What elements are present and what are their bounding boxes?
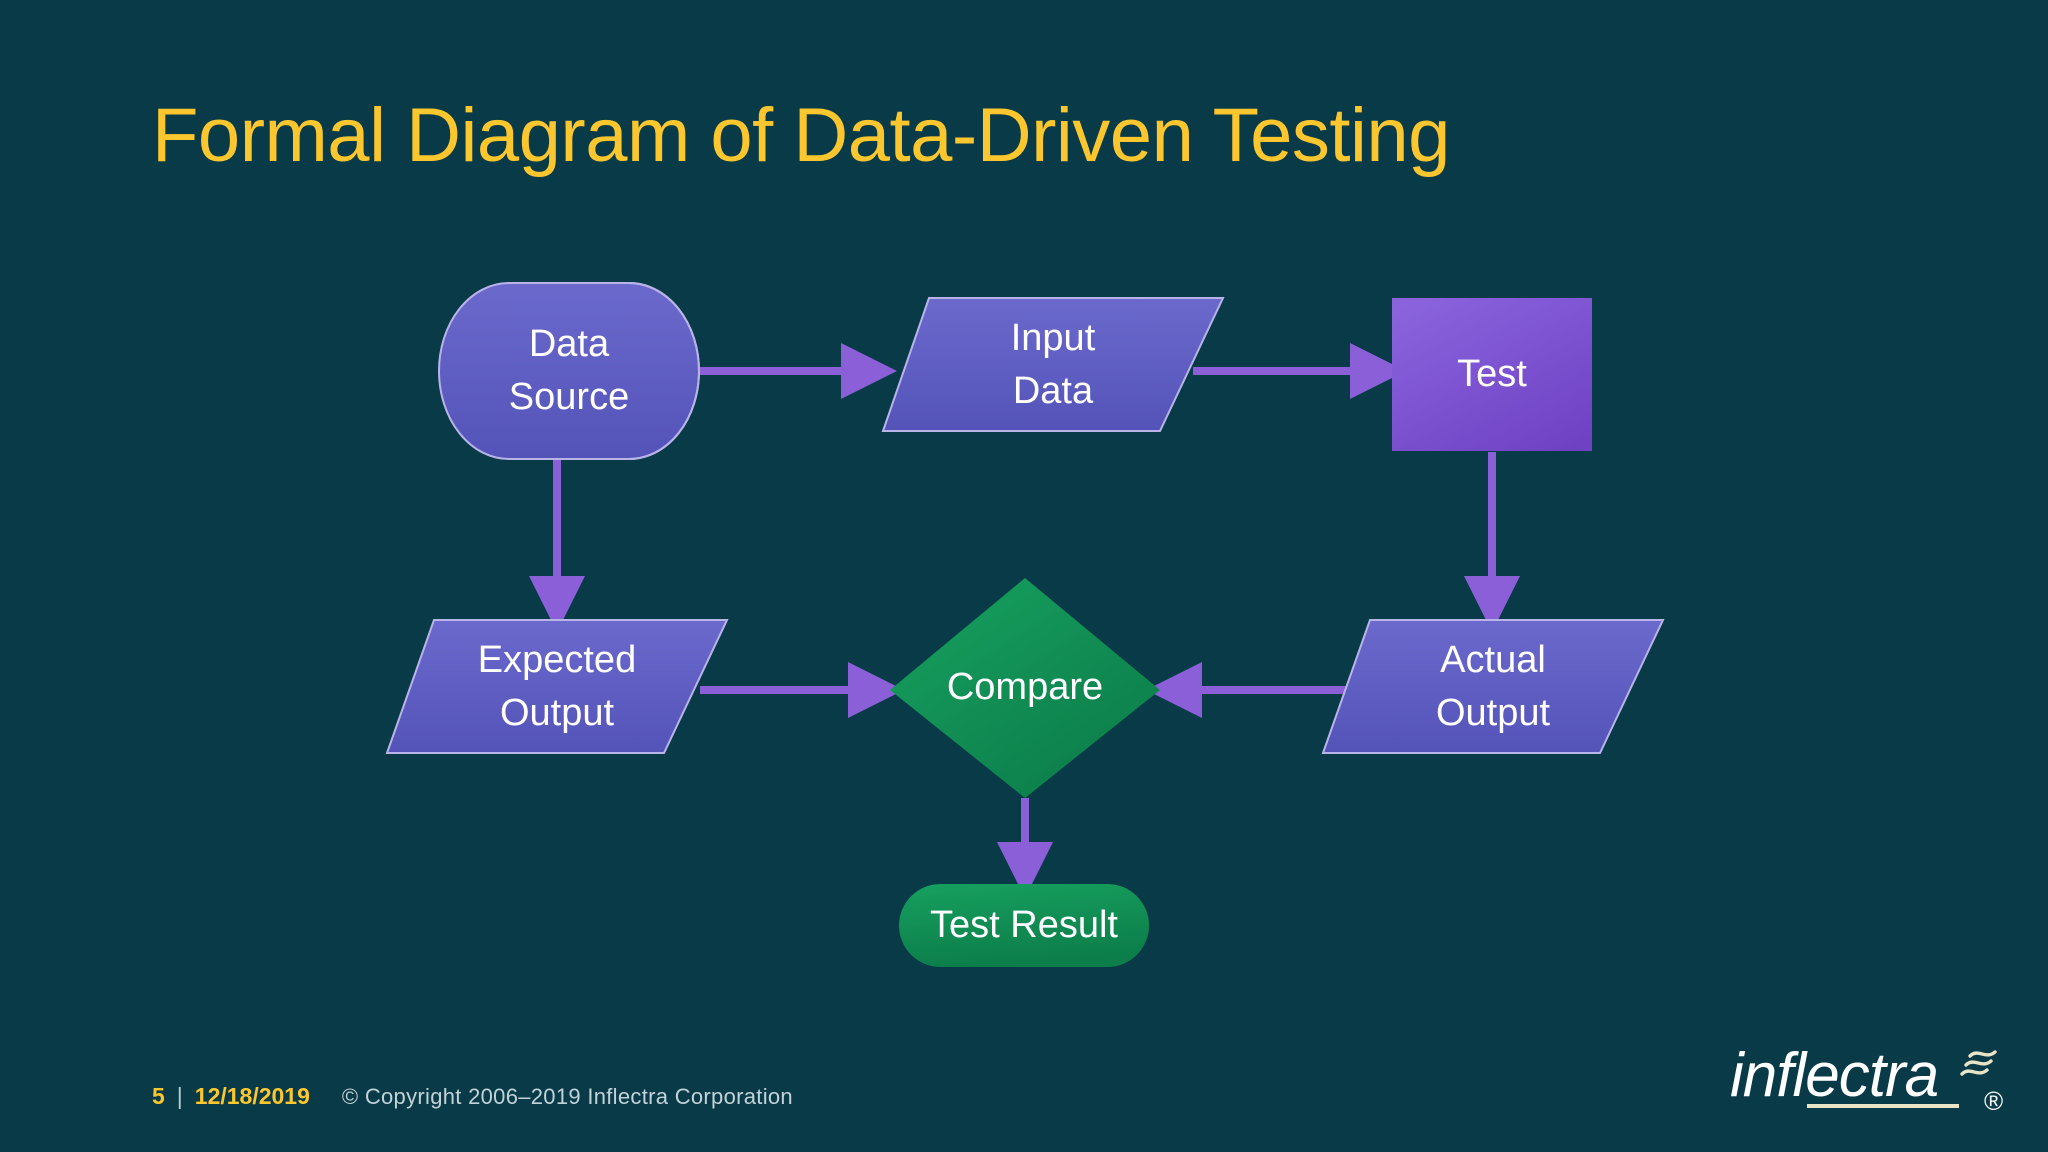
inflectra-logo[interactable]: inflectra ® (1712, 1026, 2012, 1126)
node-data-source[interactable] (438, 282, 700, 460)
page-number: 5 (152, 1083, 165, 1109)
wave-icon (1960, 1050, 1997, 1076)
registered-mark: ® (1984, 1086, 2003, 1116)
node-compare[interactable] (890, 578, 1160, 798)
slide-footer: 5 | 12/18/2019 © Copyright 2006–2019 Inf… (152, 1083, 793, 1110)
footer-divider: | (176, 1083, 183, 1109)
edge-layer (529, 343, 1520, 898)
node-test[interactable] (1392, 298, 1592, 451)
footer-date: 12/18/2019 (194, 1083, 310, 1109)
node-input-data[interactable] (881, 297, 1225, 432)
logo-wordmark: inflectra (1730, 1041, 1938, 1110)
node-actual-output[interactable] (1321, 619, 1665, 754)
node-expected-output[interactable] (385, 619, 729, 754)
node-test-result[interactable] (899, 884, 1149, 967)
footer-copyright: © Copyright 2006–2019 Inflectra Corporat… (341, 1084, 793, 1109)
page-title: Formal Diagram of Data-Driven Testing (152, 93, 1450, 178)
